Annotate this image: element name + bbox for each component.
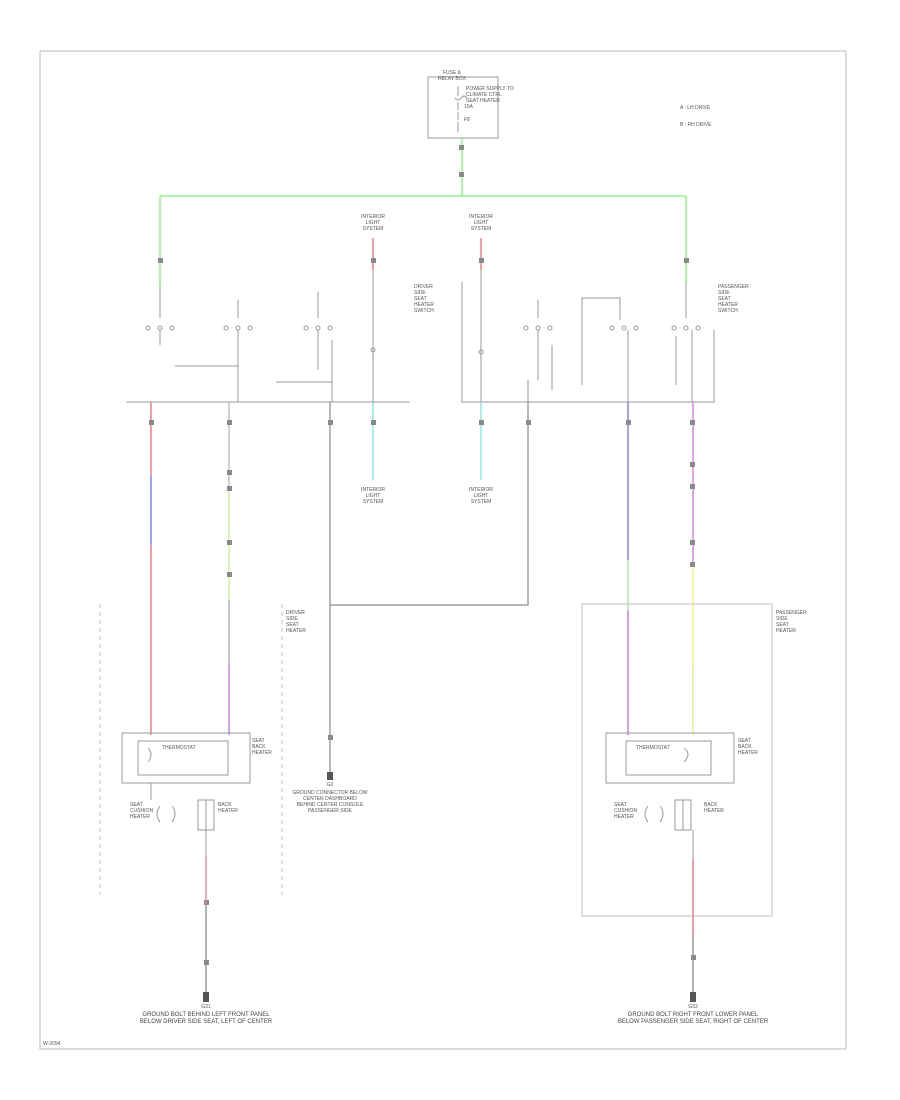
fuse-block-note: POWER SUPPLY TO CLIMATE CTRL SEAT HEATER [466, 86, 514, 104]
legend-b: B : RH DRIVE [680, 122, 712, 128]
illum-top-left-label: INTERIOR LIGHT SYSTEM [361, 214, 385, 232]
thermostat-label-right: THERMOSTAT [636, 745, 670, 751]
ground-symbols [203, 772, 696, 1002]
wire-illum-cyan [372, 402, 482, 480]
back-heater-left-label: BACK HEATER [218, 802, 238, 814]
fuse-rating: 15A [464, 104, 473, 110]
ground-left-id: G31 [201, 1004, 211, 1010]
wire-red-illum-feed [372, 238, 482, 270]
wire-light-green-supply [159, 138, 687, 285]
fuse-name: F8 [464, 117, 470, 123]
footer-code: W-3094 [43, 1041, 61, 1047]
connector-markers [149, 145, 696, 965]
passenger-seat-heater [581, 603, 773, 917]
wire-ground-center [329, 402, 529, 775]
illum-bottom-left-label: INTERIOR LIGHT SYSTEM [361, 487, 385, 505]
diagram-frame [39, 50, 847, 1050]
driver-seat-heater-label: DRIVER SIDE SEAT HEATER [286, 610, 306, 634]
illum-bottom-right-label: INTERIOR LIGHT SYSTEM [469, 487, 493, 505]
ground-center-note: GROUND CONNECTOR BELOW CENTER DASHBOARD … [292, 790, 368, 814]
driver-seat-heater-switch [126, 270, 410, 403]
seat-cushion-heater-left-label: SEAT CUSHION HEATER [130, 802, 154, 820]
ground-left-note: GROUND BOLT BEHIND LEFT FRONT PANEL BELO… [139, 1012, 273, 1025]
driver-switch-label: DRIVER SIDE SEAT HEATER SWITCH [414, 284, 434, 314]
seat-back-heater-left-label: SEAT BACK HEATER [252, 738, 272, 756]
fuse-relay-box [427, 76, 499, 139]
passenger-switch-label: PASSENGER SIDE SEAT HEATER SWITCH [718, 284, 749, 314]
driver-seat-heater [99, 604, 283, 895]
thermostat-label-left: THERMOSTAT [162, 745, 196, 751]
back-heater-right-label: BACK HEATER [704, 802, 724, 814]
passenger-seat-heater-label: PASSENGER SIDE SEAT HEATER [776, 610, 807, 634]
illum-top-right-label: INTERIOR LIGHT SYSTEM [469, 214, 493, 232]
fuse-block-label: FUSE & RELAY BOX [438, 70, 466, 82]
seat-cushion-heater-right-label: SEAT CUSHION HEATER [614, 802, 638, 820]
legend-a: A : LH DRIVE [680, 105, 711, 111]
seat-back-heater-right-label: SEAT BACK HEATER [738, 738, 758, 756]
ground-right-note: GROUND BOLT RIGHT FRONT LOWER PANEL BELO… [617, 1012, 769, 1025]
ground-center-id: G2 [326, 782, 334, 788]
passenger-seat-heater-switch [461, 270, 715, 403]
ground-right-id: G32 [688, 1004, 698, 1010]
